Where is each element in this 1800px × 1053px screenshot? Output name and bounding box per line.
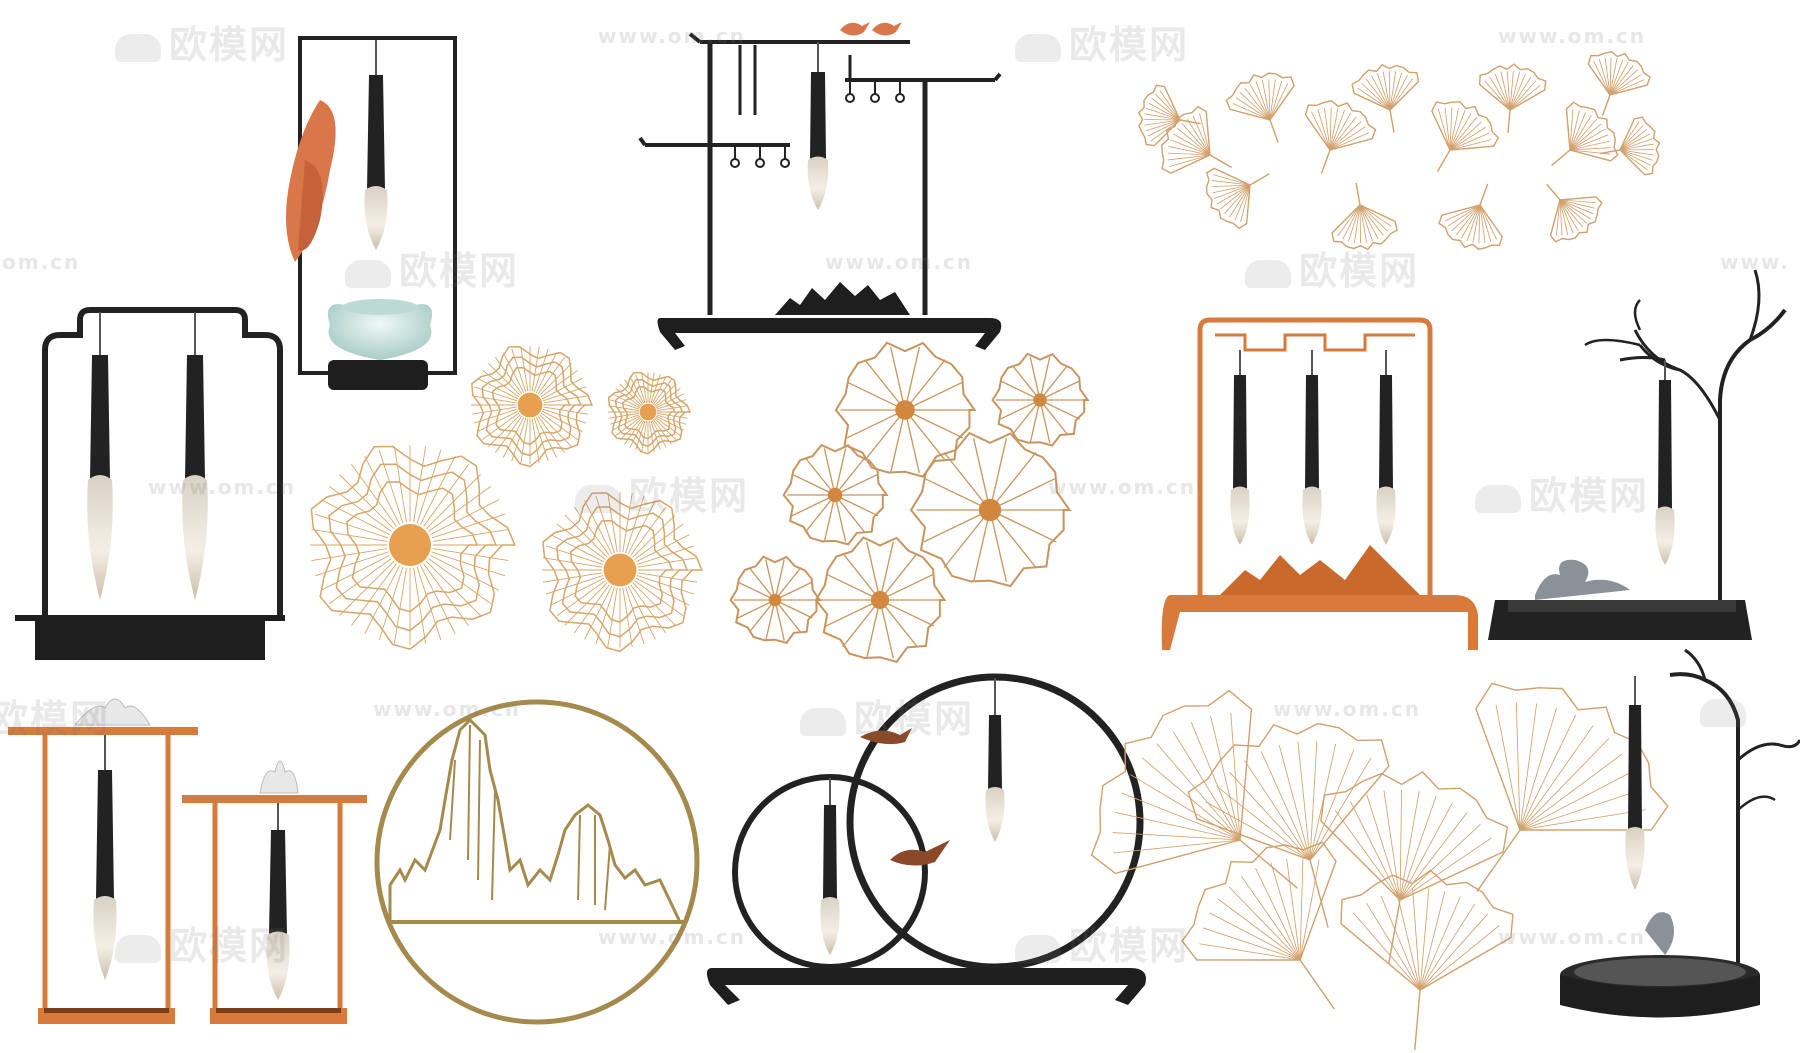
ginkgo-leaf	[1431, 101, 1500, 173]
lotus-sculpture	[259, 760, 299, 794]
lotus-leaf-disc	[729, 555, 822, 644]
mountain-silhouette	[775, 282, 910, 315]
ginkgo-leaf	[1090, 689, 1298, 889]
lotus-leaf-disc	[782, 443, 889, 546]
lotus-leaf-disc	[814, 536, 947, 663]
orange-mountain	[1215, 545, 1420, 600]
double-brush-stand	[15, 307, 285, 660]
circle-mountain-wall-art	[374, 699, 700, 1025]
ginkgo-leaf	[1304, 100, 1377, 174]
lotus-sculpture	[73, 698, 151, 726]
frame-brush-jar	[286, 36, 457, 390]
round-leaf-wall-art	[729, 341, 1090, 663]
ginkgo-leaf	[1478, 63, 1547, 133]
double-ring-brush-stand	[706, 673, 1146, 1005]
brush	[1230, 350, 1250, 545]
ruffled-flower-disc	[542, 492, 703, 653]
ruffled-flower-wall-art	[310, 346, 703, 653]
celadon-jar	[327, 300, 433, 360]
ginkgo-leaf	[1600, 116, 1661, 176]
orange-triple-brush-rack	[1161, 317, 1478, 650]
ginkgo-leaf	[1438, 183, 1503, 250]
ginkgo-leaf	[1205, 167, 1270, 230]
ginkgo-leaf	[1320, 771, 1509, 965]
ginkgo-large-wall-art	[1090, 682, 1669, 1050]
brush	[1376, 350, 1396, 545]
ruffled-flower-disc	[607, 371, 692, 455]
bird	[872, 22, 902, 36]
ginkgo-leaf	[1351, 63, 1420, 133]
ginkgo-leaf	[1340, 869, 1514, 1050]
scholar-rock	[1535, 559, 1630, 600]
ruffled-flower-disc	[471, 346, 594, 468]
eagle	[860, 728, 912, 745]
ginkgo-leaf	[1545, 183, 1603, 243]
ginkgo-leaf	[1181, 841, 1337, 1010]
lotus-leaf-disc	[991, 352, 1090, 447]
ginkgo-leaf	[1587, 50, 1651, 116]
branch-brush-stand	[1488, 269, 1787, 640]
ruffled-flower-disc	[310, 445, 516, 651]
brush	[87, 312, 113, 600]
stand-base	[35, 618, 265, 660]
ginkgo-leaf	[1475, 682, 1669, 892]
ginkgo-leaf	[1137, 84, 1201, 147]
ginkgo-leaf	[1225, 72, 1295, 143]
lotus-leaf-disc	[909, 431, 1072, 588]
hanging-rack-birds	[638, 22, 1002, 350]
brush	[1302, 350, 1322, 545]
ginkgo-leaf	[1331, 182, 1398, 251]
ginkgo-leaf	[1551, 101, 1619, 166]
eagle	[890, 840, 950, 866]
orange-lotus-frame-small	[182, 760, 367, 1024]
lotus-leaf-disc	[834, 341, 977, 478]
branch-round-base-stand	[1560, 648, 1800, 1018]
orange-lotus-frame-large	[8, 698, 198, 1024]
brush	[182, 312, 208, 600]
bird	[840, 22, 870, 36]
ginkgo-leaf	[1161, 105, 1233, 174]
ginkgo-wall-cluster	[1137, 50, 1661, 251]
